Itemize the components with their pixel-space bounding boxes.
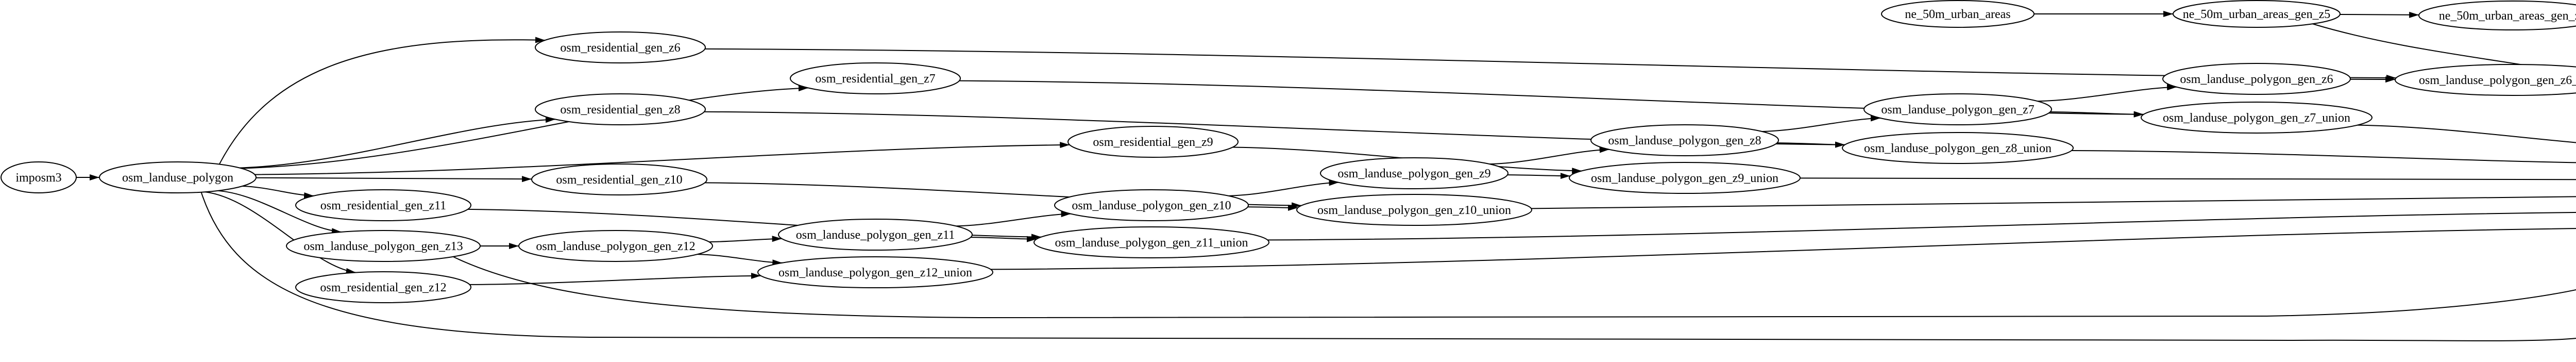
node-label-osm-residential-gen-z9: osm_residential_gen_z9: [1093, 136, 1213, 149]
node-label-osm-landuse-polygon-gen-z12: osm_landuse_polygon_gen_z12: [536, 240, 695, 253]
node-osm-landuse-polygon-gen-z12-union: [757, 256, 993, 288]
node-osm-landuse-polygon-gen-z6-union: [2395, 64, 2576, 96]
node-ne-50m-urban-areas: [1881, 0, 2035, 28]
node-label-osm-landuse-polygon-gen-z9-union: osm_landuse_polygon_gen_z9_union: [1591, 172, 1778, 185]
node-label-osm-residential-gen-z6: osm_residential_gen_z6: [560, 41, 680, 55]
node-label-osm-residential-gen-z11: osm_residential_gen_z11: [320, 199, 446, 212]
node-label-imposm3: imposm3: [15, 171, 61, 185]
edge-osm-landuse-polygon-to-osm-residential-gen-z12: [205, 191, 356, 274]
edge-osm-landuse-polygon-to-osm-residential-gen-z7: [241, 85, 808, 169]
node-osm-landuse-polygon-gen-z9: [1320, 157, 1509, 189]
edge-osm-landuse-polygon-gen-z9-to-osm-landuse-polygon-gen-z9-union: [1507, 173, 1570, 179]
node-osm-residential-gen-z10: [531, 163, 707, 195]
node-osm-landuse-polygon-gen-z7: [1863, 93, 2052, 125]
node-label-ne-50m-urban-areas: ne_50m_urban_areas: [1905, 8, 2010, 21]
node-label-osm-landuse-polygon-gen-z8: osm_landuse_polygon_gen_z8: [1608, 134, 1761, 147]
edge-osm-landuse-polygon-to-osm-residential-gen-z8: [239, 117, 556, 169]
node-label-osm-landuse-polygon-gen-z11-union: osm_landuse_polygon_gen_z11_union: [1055, 236, 1248, 250]
node-label-osm-landuse-polygon-gen-z8-union: osm_landuse_polygon_gen_z8_union: [1864, 142, 2052, 155]
edge-osm-landuse-polygon-to-osm-residential-gen-z11: [242, 185, 314, 199]
node-ne-50m-urban-areas-gen-z5: [2173, 0, 2341, 28]
edge-osm-landuse-polygon-to-osm-landuse-polygon-gen-z13: [217, 190, 342, 235]
nodes-layer: imposm3 osm_landuse_polygon osm_residentia…: [1, 0, 2576, 303]
edge-osm-landuse-polygon-gen-z12-to-osm-landuse-polygon-gen-z11: [709, 236, 782, 243]
edge-osm-landuse-polygon-gen-z10-to-osm-landuse-polygon-gen-z10-union: [1247, 204, 1298, 211]
node-label-ne-50m-urban-areas-gen-z5: ne_50m_urban_areas_gen_z5: [2183, 8, 2331, 21]
node-osm-landuse-polygon-gen-z7-union: [2141, 102, 2372, 134]
node-label-osm-residential-gen-z7: osm_residential_gen_z7: [815, 72, 935, 86]
node-osm-residential-gen-z6: [535, 31, 706, 63]
node-label-osm-residential-gen-z10: osm_residential_gen_z10: [556, 173, 682, 187]
node-osm-landuse-polygon-gen-z11-union: [1033, 226, 1269, 258]
node-label-osm-landuse-polygon-gen-z11: osm_landuse_polygon_gen_z11: [796, 228, 955, 242]
node-osm-landuse-polygon-gen-z10: [1054, 189, 1249, 221]
edge-osm-landuse-polygon-to-osm-residential-gen-z6: [219, 37, 546, 164]
edge-osm-landuse-polygon-gen-z9-union-to-layer-landuse-z9: [1800, 177, 2576, 180]
edge-osm-landuse-polygon-gen-z7-union-to-layer-landuse-z7: [2357, 124, 2576, 143]
edge-osm-landuse-polygon-gen-z10-to-osm-landuse-polygon-gen-z9: [1228, 179, 1339, 196]
node-label-osm-residential-gen-z8: osm_residential_gen_z8: [560, 103, 680, 117]
node-label-osm-landuse-polygon-gen-z13: osm_landuse_polygon_gen_z13: [303, 240, 463, 253]
node-osm-landuse-polygon-gen-z13: [286, 230, 481, 262]
node-osm-landuse-polygon-gen-z8: [1590, 124, 1779, 156]
node-label-osm-landuse-polygon-gen-z7-union: osm_landuse_polygon_gen_z7_union: [2163, 111, 2350, 125]
edge-osm-landuse-polygon-gen-z10-union-to-layer-landuse-z10: [1531, 195, 2576, 209]
node-label-osm-landuse-polygon-gen-z10-union: osm_landuse_polygon_gen_z10_union: [1317, 204, 1511, 217]
node-osm-residential-gen-z7: [790, 62, 961, 94]
node-ne-50m-urban-areas-gen-z4: [2418, 1, 2576, 30]
edge-osm-landuse-polygon-gen-z11-to-osm-landuse-polygon-gen-z10: [956, 211, 1071, 227]
edge-osm-landuse-polygon-gen-z12-to-osm-landuse-polygon-gen-z12-union: [697, 254, 783, 266]
node-osm-landuse-polygon-gen-z9-union: [1569, 162, 1801, 194]
node-label-osm-landuse-polygon-gen-z9: osm_landuse_polygon_gen_z9: [1337, 167, 1490, 180]
node-osm-residential-gen-z9: [1067, 126, 1239, 158]
node-label-osm-landuse-polygon-gen-z6: osm_landuse_polygon_gen_z6: [2180, 73, 2333, 86]
edge-osm-landuse-polygon-gen-z11-to-osm-landuse-polygon-gen-z11-union: [971, 236, 1037, 242]
node-osm-landuse-polygon-gen-z8-union: [1842, 132, 2074, 164]
node-label-osm-landuse-polygon: osm_landuse_polygon: [122, 171, 233, 185]
node-osm-landuse-polygon-gen-z11: [778, 219, 973, 251]
node-label-osm-landuse-polygon-gen-z6-union: osm_landuse_polygon_gen_z6_union: [2419, 74, 2576, 87]
node-label-osm-residential-gen-z12: osm_residential_gen_z12: [320, 281, 446, 294]
edge-osm-landuse-polygon-gen-z13-to-layer-landuse-z13: [453, 256, 2576, 320]
edge-osm-landuse-polygon-to-osm-residential-gen-z10: [256, 176, 532, 183]
edge-osm-landuse-polygon-gen-z11-union-to-layer-landuse-z11: [1267, 211, 2576, 241]
edge-osm-landuse-polygon-gen-z8-union-to-layer-landuse-z8: [2071, 150, 2576, 163]
node-osm-residential-gen-z12: [295, 271, 471, 303]
node-imposm3: [1, 161, 77, 193]
edge-osm-landuse-polygon-gen-z7-to-osm-landuse-polygon-gen-z6: [2037, 84, 2177, 102]
node-osm-residential-gen-z8: [535, 93, 706, 125]
edge-osm-landuse-polygon-gen-z8-to-osm-landuse-polygon-gen-z7: [1762, 115, 1881, 133]
edge-osm-landuse-polygon-to-osm-residential-gen-z9: [255, 142, 1070, 175]
node-osm-residential-gen-z11: [295, 189, 471, 221]
node-osm-landuse-polygon-gen-z10-union: [1296, 194, 1532, 226]
edge-osm-landuse-polygon-gen-z12-union-to-layer-landuse-z12: [990, 228, 2576, 270]
edge-ne-50m-urban-areas-gen-z5-to-ne-50m-urban-areas-gen-z4: [2340, 11, 2419, 18]
node-osm-landuse-polygon-gen-z12: [518, 230, 713, 262]
edge-osm-residential-gen-z12-to-osm-landuse-polygon-gen-z12-union: [469, 272, 761, 285]
node-osm-landuse-polygon: [99, 161, 257, 193]
node-label-ne-50m-urban-areas-gen-z4: ne_50m_urban_areas_gen_z4: [2439, 9, 2576, 23]
edge-osm-landuse-polygon-gen-z9-to-osm-landuse-polygon-gen-z8: [1489, 146, 1609, 165]
node-label-osm-landuse-polygon-gen-z12-union: osm_landuse_polygon_gen_z12_union: [778, 266, 972, 279]
node-label-osm-landuse-polygon-gen-z10: osm_landuse_polygon_gen_z10: [1072, 199, 1231, 212]
node-osm-landuse-polygon-gen-z6: [2162, 63, 2351, 95]
edge-osm-residential-gen-z6-to-osm-landuse-polygon-gen-z6-union: [705, 48, 2396, 81]
node-label-osm-landuse-polygon-gen-z7: osm_landuse_polygon_gen_z7: [1881, 103, 2034, 117]
